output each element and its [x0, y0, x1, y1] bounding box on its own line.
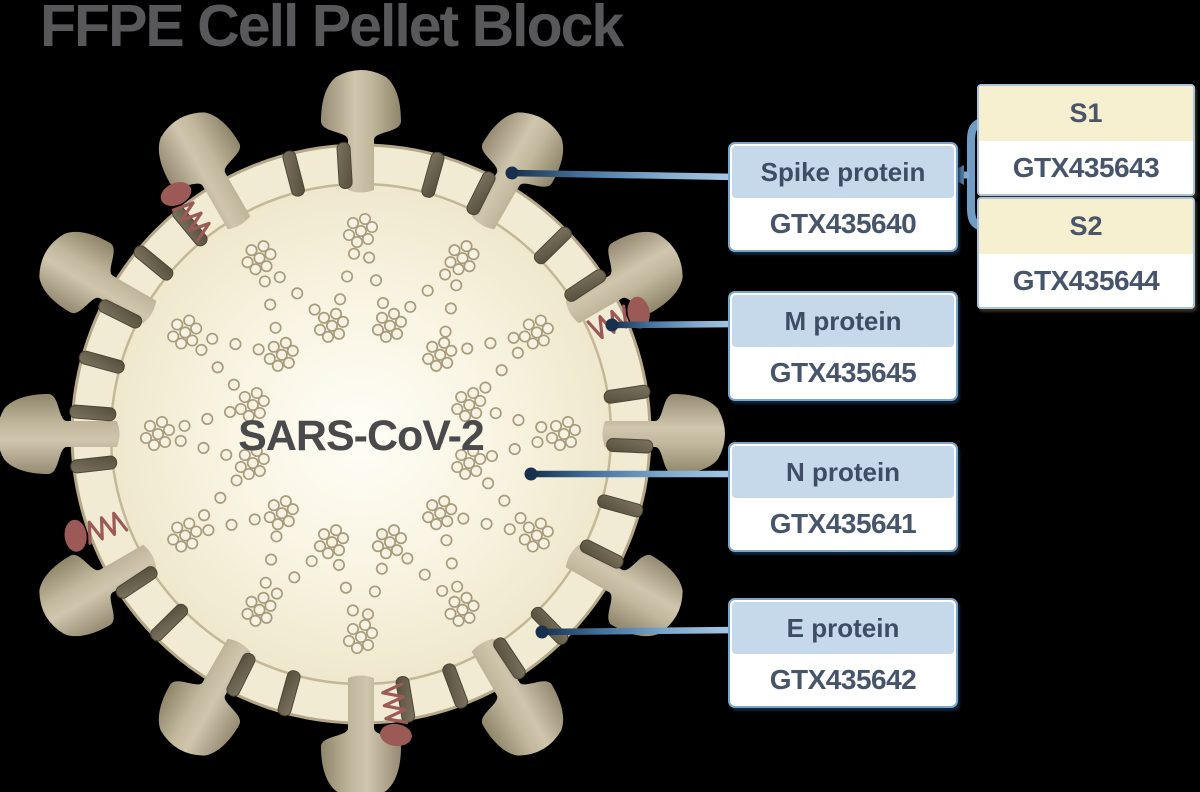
callout-e-protein-catalog: GTX435642	[732, 656, 954, 704]
callout-m-protein: M protein GTX435645	[728, 291, 958, 401]
leader-line-e-protein	[541, 626, 738, 636]
rna-nucleocapsid-beads	[139, 212, 582, 655]
leader-line-e-protein-dot	[535, 625, 549, 639]
leader-line-n-protein-dot	[524, 467, 538, 481]
callout-m-protein-label: M protein	[732, 295, 954, 347]
subunit-s1-catalog: GTX435643	[979, 141, 1193, 194]
virion	[0, 70, 725, 792]
leader-line-spike-protein	[511, 169, 738, 181]
callout-spike-protein: Spike protein GTX435640	[728, 142, 958, 252]
subunit-s1: S1 GTX435643	[977, 84, 1195, 196]
callout-e-protein: E protein GTX435642	[728, 598, 958, 708]
subunit-s2-label: S2	[979, 199, 1193, 254]
leader-line-spike-protein-dot	[505, 166, 519, 180]
page-title: FFPE Cell Pellet Block	[40, 0, 624, 59]
callout-n-protein-label: N protein	[732, 446, 954, 498]
spike-protein-glyphs	[0, 70, 725, 792]
m-protein-squiggles	[64, 182, 650, 747]
callout-e-protein-label: E protein	[732, 602, 954, 654]
subunit-s2-catalog: GTX435644	[979, 254, 1193, 307]
callout-spike-protein-label: Spike protein	[732, 146, 954, 198]
subunit-s1-label: S1	[979, 86, 1193, 141]
bracket-curve	[966, 117, 990, 232]
callout-n-protein-catalog: GTX435641	[732, 500, 954, 548]
virion-label: SARS-CoV-2	[238, 412, 484, 460]
leader-line-m-protein	[611, 320, 738, 329]
callout-n-protein: N protein GTX435641	[728, 442, 958, 552]
membrane-protein-stubs	[69, 142, 654, 723]
callout-spike-protein-catalog: GTX435640	[732, 200, 954, 248]
leader-lines	[505, 166, 738, 639]
subunit-s2: S2 GTX435644	[977, 197, 1195, 309]
leader-line-m-protein-dot	[605, 318, 619, 332]
callout-m-protein-catalog: GTX435645	[732, 349, 954, 397]
